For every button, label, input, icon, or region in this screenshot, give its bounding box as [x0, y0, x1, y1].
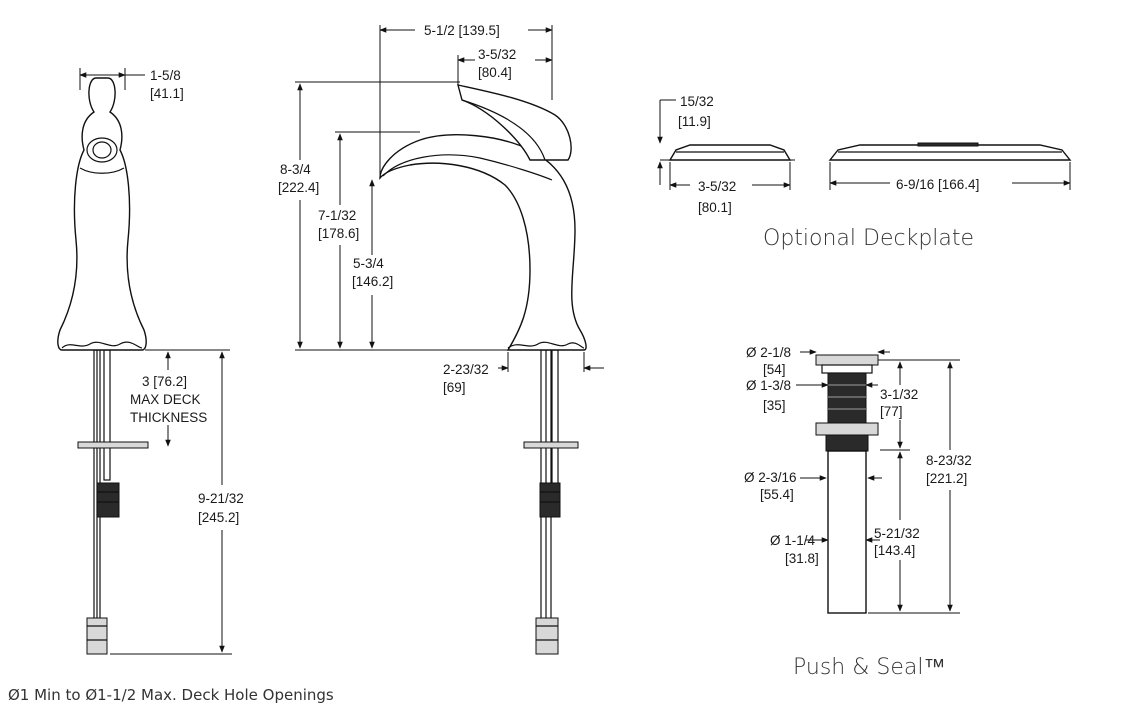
drain-title: Push & Seal™ [793, 655, 945, 680]
side-view-faucet [57, 77, 149, 655]
side-total-height-mm: [245.2] [198, 510, 239, 525]
deckplate-title: Optional Deckplate [763, 226, 974, 251]
overall-height: 8-3/4 [280, 162, 311, 177]
drain-d1: Ø 2-1/8 [746, 345, 791, 360]
deck-thickness-value: 3 [76.2] [142, 374, 187, 389]
side-view-dimensions: 1-5/8 [41.1] 3 [76.2] MAX DECK THICKNESS… [79, 68, 244, 655]
drain-d2: Ø 1-3/8 [746, 378, 791, 393]
side-total-height: 9-21/32 [198, 491, 244, 506]
overall-height-mm: [222.4] [278, 180, 319, 195]
handle-depth: 3-5/32 [478, 47, 516, 62]
deck-thickness-line1: MAX DECK [130, 392, 201, 407]
deckplate-length: 6-9/16 [166.4] [896, 177, 979, 192]
drain-dimensions: Ø 2-1/8 [54] Ø 1-3/8 [35] Ø 2-3/16 [55.4… [744, 345, 972, 680]
deckplate-width: 3-5/32 [698, 179, 736, 194]
side-handle-width: 1-5/8 [150, 68, 181, 83]
drain-d1-mm: [54] [763, 362, 786, 377]
deckplate-drawing [660, 142, 1072, 161]
drain-h2-mm: [143.4] [874, 543, 915, 558]
spout-height-mm: [178.6] [318, 226, 359, 241]
deckplate-dimensions: 15/32 [11.9] 3-5/32 [80.1] 6-9/16 [166.4… [657, 94, 1071, 251]
drain-total: 8-23/32 [926, 453, 972, 468]
drain-drawing [815, 354, 879, 614]
drain-d3-mm: [55.4] [760, 487, 794, 502]
drain-h1: 3-1/32 [880, 387, 918, 402]
deckplate-thickness: 15/32 [680, 94, 714, 109]
side-handle-width-mm: [41.1] [150, 86, 184, 101]
deck-thickness-line2: THICKNESS [130, 410, 207, 425]
drain-h1-mm: [77] [880, 404, 903, 419]
outlet-height: 5-3/4 [353, 256, 384, 271]
base-width: 2-23/32 [443, 362, 489, 377]
outlet-height-mm: [146.2] [352, 274, 393, 289]
drain-h2: 5-21/32 [874, 526, 920, 541]
front-view-faucet [379, 84, 587, 655]
front-view-dimensions: 5-1/2 [139.5] 3-5/32 [80.4] 8-3/4 [222.4… [278, 23, 604, 395]
drain-d3: Ø 2-3/16 [744, 470, 797, 485]
deckplate-width-mm: [80.1] [698, 200, 732, 215]
reach-dimension: 5-1/2 [139.5] [424, 23, 500, 38]
deckplate-thickness-mm: [11.9] [678, 114, 711, 129]
drain-total-mm: [221.2] [926, 471, 967, 486]
deck-hole-footnote: Ø1 Min to Ø1-1/2 Max. Deck Hole Openings [8, 686, 334, 704]
handle-depth-mm: [80.4] [478, 65, 512, 80]
drain-d4: Ø 1-1/4 [770, 533, 816, 548]
base-width-mm: [69] [443, 380, 466, 395]
drain-d2-mm: [35] [763, 398, 786, 413]
drain-d4-mm: [31.8] [785, 551, 819, 566]
spout-height: 7-1/32 [318, 208, 356, 223]
